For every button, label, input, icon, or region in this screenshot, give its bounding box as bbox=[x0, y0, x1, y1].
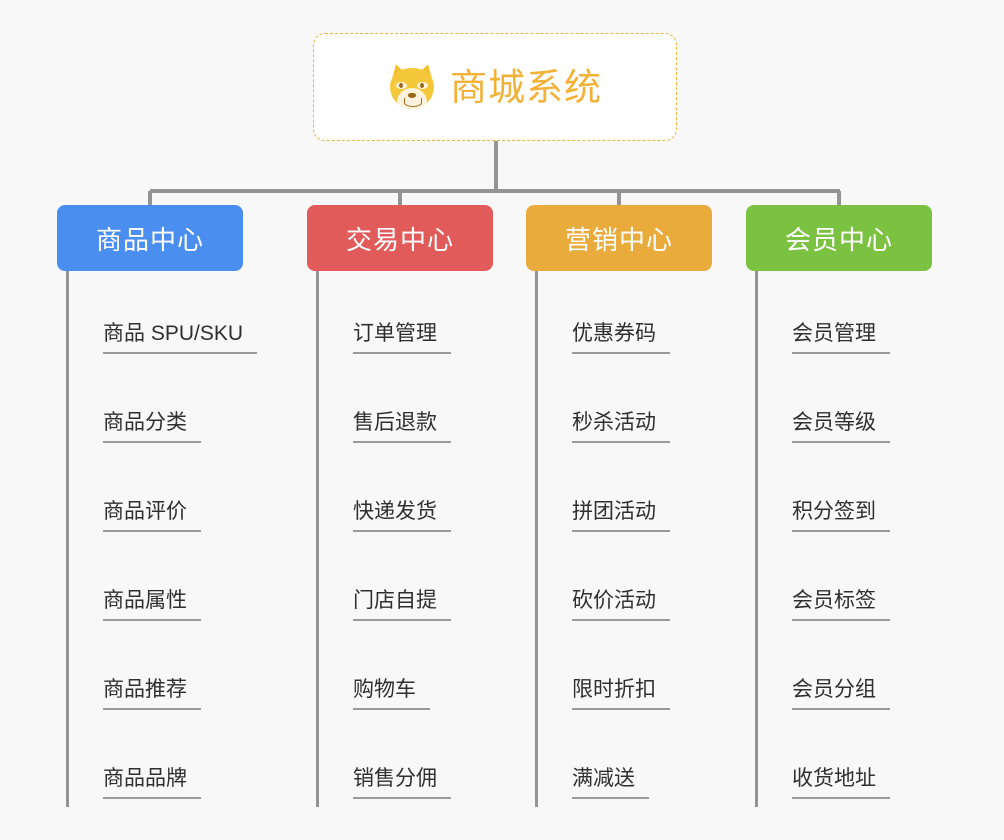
branch-column-2: 营销中心 优惠券码 秒杀活动 拼团活动 砍价活动 限时折扣 满减送 bbox=[526, 205, 712, 807]
leaf-label: 购物车 bbox=[353, 678, 430, 710]
branch-header-label-3: 会员中心 bbox=[784, 224, 893, 255]
branch-header-2[interactable]: 营销中心 bbox=[526, 205, 712, 271]
branch-column-1: 交易中心 订单管理 售后退款 快递发货 门店自提 购物车 销售分佣 bbox=[307, 205, 493, 807]
branch-items-3: 会员管理 会员等级 积分签到 会员标签 会员分组 收货地址 bbox=[755, 271, 932, 807]
list-item[interactable]: 砍价活动 bbox=[538, 540, 712, 629]
root-node[interactable]: 商城系统 bbox=[313, 33, 677, 141]
leaf-label: 销售分佣 bbox=[353, 767, 451, 799]
leaf-label: 会员管理 bbox=[792, 322, 890, 354]
list-item[interactable]: 订单管理 bbox=[319, 273, 493, 362]
list-item[interactable]: 限时折扣 bbox=[538, 629, 712, 718]
leaf-label: 限时折扣 bbox=[572, 678, 670, 710]
branch-header-0[interactable]: 商品中心 bbox=[57, 205, 243, 271]
list-item[interactable]: 秒杀活动 bbox=[538, 362, 712, 451]
list-item[interactable]: 拼团活动 bbox=[538, 451, 712, 540]
leaf-label: 商品分类 bbox=[103, 411, 201, 443]
list-item[interactable]: 商品推荐 bbox=[69, 629, 243, 718]
list-item[interactable]: 会员管理 bbox=[758, 273, 932, 362]
branch-items-0: 商品 SPU/SKU 商品分类 商品评价 商品属性 商品推荐 商品品牌 bbox=[66, 271, 258, 807]
branch-column-0: 商品中心 商品 SPU/SKU 商品分类 商品评价 商品属性 商品推荐 商品品牌 bbox=[57, 205, 258, 807]
leaf-label: 会员标签 bbox=[792, 589, 890, 621]
branch-header-label-1: 交易中心 bbox=[345, 224, 454, 255]
connector-drop-商品中心 bbox=[148, 191, 152, 208]
connector-drop-会员中心 bbox=[837, 191, 841, 208]
leaf-label: 会员分组 bbox=[792, 678, 890, 710]
leaf-label: 快递发货 bbox=[353, 500, 451, 532]
leaf-label: 商品 SPU/SKU bbox=[103, 322, 258, 354]
list-item[interactable]: 优惠券码 bbox=[538, 273, 712, 362]
leaf-label: 商品品牌 bbox=[103, 767, 201, 799]
branch-items-1: 订单管理 售后退款 快递发货 门店自提 购物车 销售分佣 bbox=[316, 271, 493, 807]
leaf-label: 售后退款 bbox=[353, 411, 451, 443]
leaf-label: 商品属性 bbox=[103, 589, 201, 621]
list-item[interactable]: 商品属性 bbox=[69, 540, 243, 629]
leaf-label: 商品推荐 bbox=[103, 678, 201, 710]
branch-column-3: 会员中心 会员管理 会员等级 积分签到 会员标签 会员分组 收货地址 bbox=[746, 205, 932, 807]
leaf-label: 秒杀活动 bbox=[572, 411, 670, 443]
leaf-label: 满减送 bbox=[572, 767, 649, 799]
branch-header-label-0: 商品中心 bbox=[95, 224, 204, 255]
list-item[interactable]: 商品 SPU/SKU bbox=[69, 273, 258, 362]
dog-face-icon bbox=[387, 61, 437, 111]
list-item[interactable]: 会员分组 bbox=[758, 629, 932, 718]
leaf-label: 商品评价 bbox=[103, 500, 201, 532]
connector-horizontal-bus bbox=[150, 189, 840, 193]
list-item[interactable]: 销售分佣 bbox=[319, 718, 493, 807]
list-item[interactable]: 售后退款 bbox=[319, 362, 493, 451]
list-item[interactable]: 积分签到 bbox=[758, 451, 932, 540]
list-item[interactable]: 满减送 bbox=[538, 718, 712, 807]
list-item[interactable]: 会员标签 bbox=[758, 540, 932, 629]
connector-root-stem bbox=[494, 141, 498, 191]
list-item[interactable]: 收货地址 bbox=[758, 718, 932, 807]
branch-header-label-2: 营销中心 bbox=[564, 224, 673, 255]
leaf-label: 积分签到 bbox=[792, 500, 890, 532]
connector-drop-营销中心 bbox=[617, 191, 621, 208]
leaf-label: 订单管理 bbox=[353, 322, 451, 354]
list-item[interactable]: 商品评价 bbox=[69, 451, 243, 540]
list-item[interactable]: 会员等级 bbox=[758, 362, 932, 451]
leaf-label: 优惠券码 bbox=[572, 322, 670, 354]
list-item[interactable]: 商品分类 bbox=[69, 362, 243, 451]
list-item[interactable]: 门店自提 bbox=[319, 540, 493, 629]
branch-header-1[interactable]: 交易中心 bbox=[307, 205, 493, 271]
list-item[interactable]: 购物车 bbox=[319, 629, 493, 718]
connector-drop-交易中心 bbox=[398, 191, 402, 208]
list-item[interactable]: 商品品牌 bbox=[69, 718, 243, 807]
leaf-label: 会员等级 bbox=[792, 411, 890, 443]
leaf-label: 收货地址 bbox=[792, 767, 890, 799]
list-item[interactable]: 快递发货 bbox=[319, 451, 493, 540]
leaf-label: 砍价活动 bbox=[572, 589, 670, 621]
root-title: 商城系统 bbox=[450, 66, 602, 108]
branch-items-2: 优惠券码 秒杀活动 拼团活动 砍价活动 限时折扣 满减送 bbox=[535, 271, 712, 807]
branch-header-3[interactable]: 会员中心 bbox=[746, 205, 932, 271]
leaf-label: 门店自提 bbox=[353, 589, 451, 621]
leaf-label: 拼团活动 bbox=[572, 500, 670, 532]
